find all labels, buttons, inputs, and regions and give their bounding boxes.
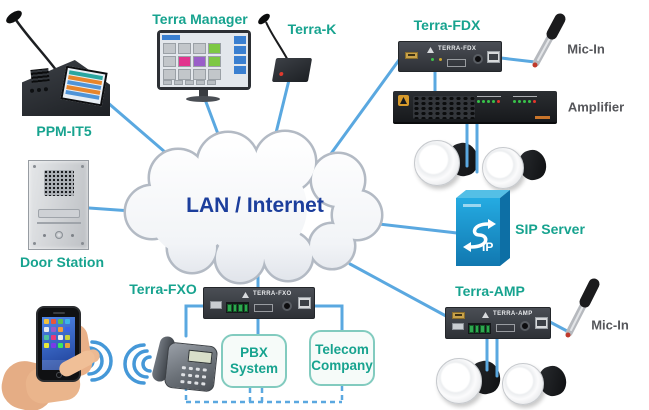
ceiling-speaker-icon <box>482 146 550 197</box>
label-mic-in-top: Mic-In <box>567 41 605 57</box>
ethernet-port-icon <box>535 317 548 329</box>
ppm-touchscreen <box>60 65 108 107</box>
amplifier-leds <box>513 100 536 103</box>
cert-marks <box>254 304 273 312</box>
wire-fxo-phone <box>184 304 206 338</box>
ethernet-port-icon <box>298 297 311 309</box>
wire-cloud-sip <box>368 221 459 235</box>
label-terra-k: Terra-K <box>287 21 337 37</box>
terra-fdx-panel-text: TERRA-FDX <box>438 46 477 52</box>
fxo-line-port-icon <box>210 301 222 309</box>
telecom-label-line1: Telecom <box>315 341 369 357</box>
power-jack-icon <box>520 321 530 331</box>
hand-with-smartphone-icon <box>0 300 110 410</box>
ceiling-speaker-icon <box>502 362 570 410</box>
terra-amp-device-icon: TERRA-AMP <box>445 307 551 339</box>
desk-phone-icon <box>150 332 219 394</box>
lan-internet-cloud: LAN / Internet <box>123 129 384 285</box>
wire-fxo-telecom <box>312 304 344 334</box>
terra-k-talk-led <box>278 72 284 76</box>
label-terra-manager: Terra Manager <box>152 11 248 27</box>
amplifier-grille <box>413 96 475 119</box>
cert-marks <box>447 59 466 67</box>
terra-fxo-device-icon: TERRA-FXO <box>203 287 315 319</box>
terra-amp-panel-text: TERRA-AMP <box>493 311 533 317</box>
ceiling-speaker-icon <box>436 357 504 408</box>
handheld-mic-bottom-icon <box>565 278 600 338</box>
sip-logo-text: IP <box>482 240 493 254</box>
cert-marks <box>496 324 515 332</box>
label-terra-fdx: Terra-FDX <box>413 17 481 33</box>
wire-fdx-cloud <box>328 58 401 157</box>
power-jack-icon <box>473 54 483 64</box>
ethernet-port-icon <box>487 51 500 63</box>
aux-port-icon <box>452 323 464 330</box>
label-door-station: Door Station <box>20 254 104 270</box>
terra-manager-screen <box>160 33 248 87</box>
ppm-it5-console-icon <box>22 60 110 116</box>
ppm-speaker-grille <box>30 68 50 83</box>
wire-cloud-terraamp <box>348 262 448 318</box>
pbx-system-box: PBX System <box>221 334 287 388</box>
wire-terraamp-micin <box>548 320 569 333</box>
label-terra-amp: Terra-AMP <box>455 283 525 299</box>
ceiling-speaker-icon <box>414 139 482 190</box>
amplifier-leds <box>477 100 500 103</box>
door-call-button-icon <box>55 231 63 239</box>
amplifier-icon <box>393 91 557 124</box>
pbx-label-line2: System <box>229 361 279 376</box>
label-amplifier: Amplifier <box>567 99 625 115</box>
label-mic-in-bottom: Mic-In <box>591 317 629 333</box>
power-jack-icon <box>282 301 292 311</box>
cloud-label: LAN / Internet <box>186 194 324 217</box>
usb-port-icon <box>405 52 418 59</box>
brand-logo-icon <box>427 47 434 53</box>
terminal-block-icon <box>226 302 249 313</box>
wireless-waves-deskphone-icon <box>123 343 152 385</box>
label-terra-fxo: Terra-FXO <box>129 281 197 297</box>
handheld-mic-top-icon <box>532 13 566 68</box>
label-sip-server: SIP Server <box>515 221 585 237</box>
terra-k-base-icon <box>271 58 313 82</box>
door-station-icon <box>28 160 89 250</box>
brand-logo-icon <box>398 95 409 106</box>
door-speaker-grille <box>44 170 74 196</box>
brand-logo-icon <box>242 292 249 298</box>
brand-logo-icon <box>482 312 489 318</box>
terra-fxo-panel-text: TERRA-FXO <box>253 291 292 297</box>
telecom-company-box: Telecom Company <box>309 330 375 386</box>
terminal-block-icon <box>468 323 491 334</box>
sip-server-icon: IP <box>456 190 510 266</box>
telecom-label-line2: Company <box>311 358 373 373</box>
terra-manager-monitor-icon <box>157 30 251 102</box>
label-ppm-it5: PPM-IT5 <box>36 123 92 139</box>
usb-port-icon <box>452 312 465 319</box>
pbx-label-line1: PBX <box>240 344 268 360</box>
wire-fdx-micin <box>499 56 537 64</box>
terra-fdx-device-icon: TERRA-FDX <box>398 41 502 72</box>
